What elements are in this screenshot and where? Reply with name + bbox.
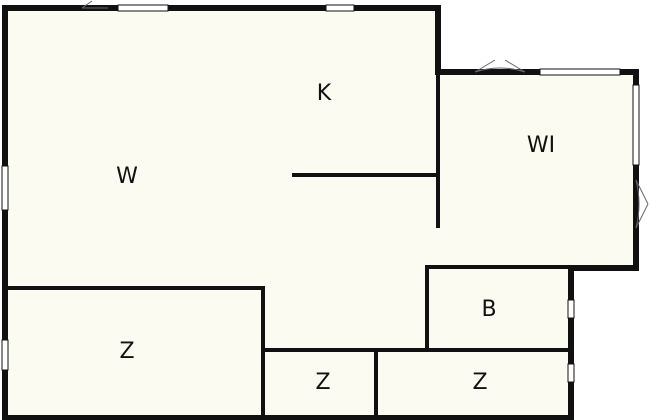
window-room-right-right — [567, 363, 575, 383]
window-bedroom-left — [1, 339, 9, 371]
room-label-walkin: WI — [527, 133, 555, 158]
room-label-kitchen: K — [317, 81, 332, 106]
doors — [81, 0, 649, 229]
door-walkin-right — [635, 179, 649, 229]
walls — [2, 5, 639, 420]
window-living-left — [1, 165, 9, 211]
room-label-mid: Z — [315, 370, 330, 395]
door-entrance-top — [81, 0, 108, 9]
room-label-right: Z — [472, 370, 487, 395]
floor-area — [5, 8, 636, 418]
window-top-right — [325, 4, 355, 12]
room-label-bath: B — [481, 297, 496, 322]
windows — [1, 4, 640, 383]
window-walkin-top — [539, 68, 621, 76]
window-walkin-right — [632, 84, 640, 166]
room-labels: W K WI B Z Z Z — [116, 81, 555, 395]
window-bath-right — [567, 299, 575, 319]
door-walkin-top — [474, 59, 526, 73]
room-label-living: W — [116, 164, 138, 189]
window-top-left — [117, 4, 169, 12]
room-label-left: Z — [119, 339, 134, 364]
